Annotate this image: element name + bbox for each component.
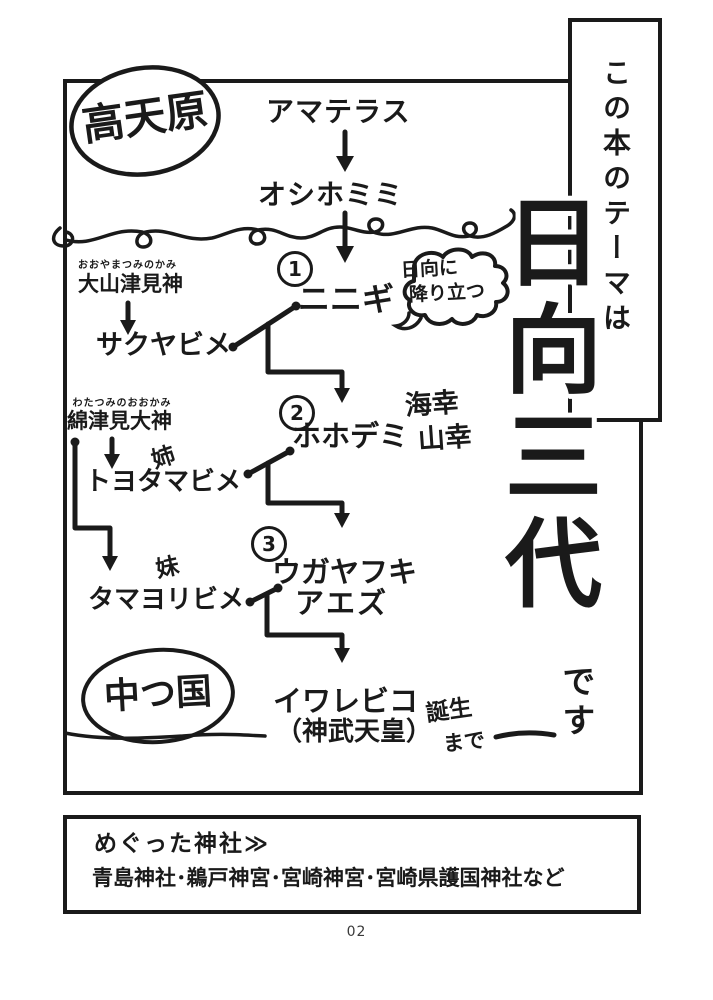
deity-ninigi: ニニギ	[298, 280, 395, 318]
deity-hohodemi: ホホデミ	[292, 419, 409, 453]
deity-tamayoribime: タマヨリビメ	[88, 585, 245, 615]
hohodemi-note-line2: 山幸	[416, 421, 473, 456]
ninigi-bubble-line2: 降り立つ	[408, 280, 486, 306]
birth-note-line1: 誕生	[424, 694, 474, 728]
oyamatsumi-furigana: おおやまつみのかみ	[78, 260, 177, 271]
theme-box-text: この本のテーマは	[599, 58, 632, 338]
hohodemi-note-line1: 海幸	[403, 387, 460, 422]
main-title: 日向三代	[488, 192, 601, 620]
footer-shrine-list: 青島神社･鵜戸神宮･宮崎神宮･宮崎県護国神社など	[92, 866, 565, 890]
generation-1-number: 1	[277, 251, 313, 287]
deity-sakuyabime: サクヤビメ	[96, 330, 231, 361]
footer-frame	[63, 815, 641, 914]
footer-heading: めぐった神社≫	[94, 831, 271, 857]
deity-oshihomimi: オシホミミ	[258, 178, 404, 211]
deity-amaterasu: アマテラス	[266, 95, 411, 128]
deity-iwarebiko: イワレビコ	[273, 684, 419, 718]
watatsumi-furigana: わたつみのおおかみ	[72, 398, 172, 409]
generation-2-number: 2	[279, 395, 315, 431]
birth-note-line2: まで	[441, 727, 487, 757]
generation-3-number: 3	[251, 526, 287, 562]
deity-ugayafuki-line1: ウガヤフキ	[272, 555, 418, 589]
ninigi-bubble-line1: 日向に	[400, 256, 459, 282]
deity-ugayafuki-line2: アエズ	[295, 586, 389, 620]
main-title-suffix: です	[557, 664, 596, 742]
deity-toyotamabime: トヨタマビメ	[85, 467, 242, 497]
deity-watatsumi: 綿津見大神	[67, 409, 172, 433]
deity-oyamatsumi: 大山津見神	[78, 272, 183, 296]
theme-box: この本のテーマは	[568, 18, 662, 422]
page-number: 02	[346, 924, 367, 940]
iwarebiko-alias: （神武天皇）	[276, 717, 433, 747]
middle-land-label: 中つ国	[102, 671, 213, 718]
diagram-frame	[63, 79, 643, 795]
tamayoribime-sister-label: 妹	[153, 552, 182, 584]
